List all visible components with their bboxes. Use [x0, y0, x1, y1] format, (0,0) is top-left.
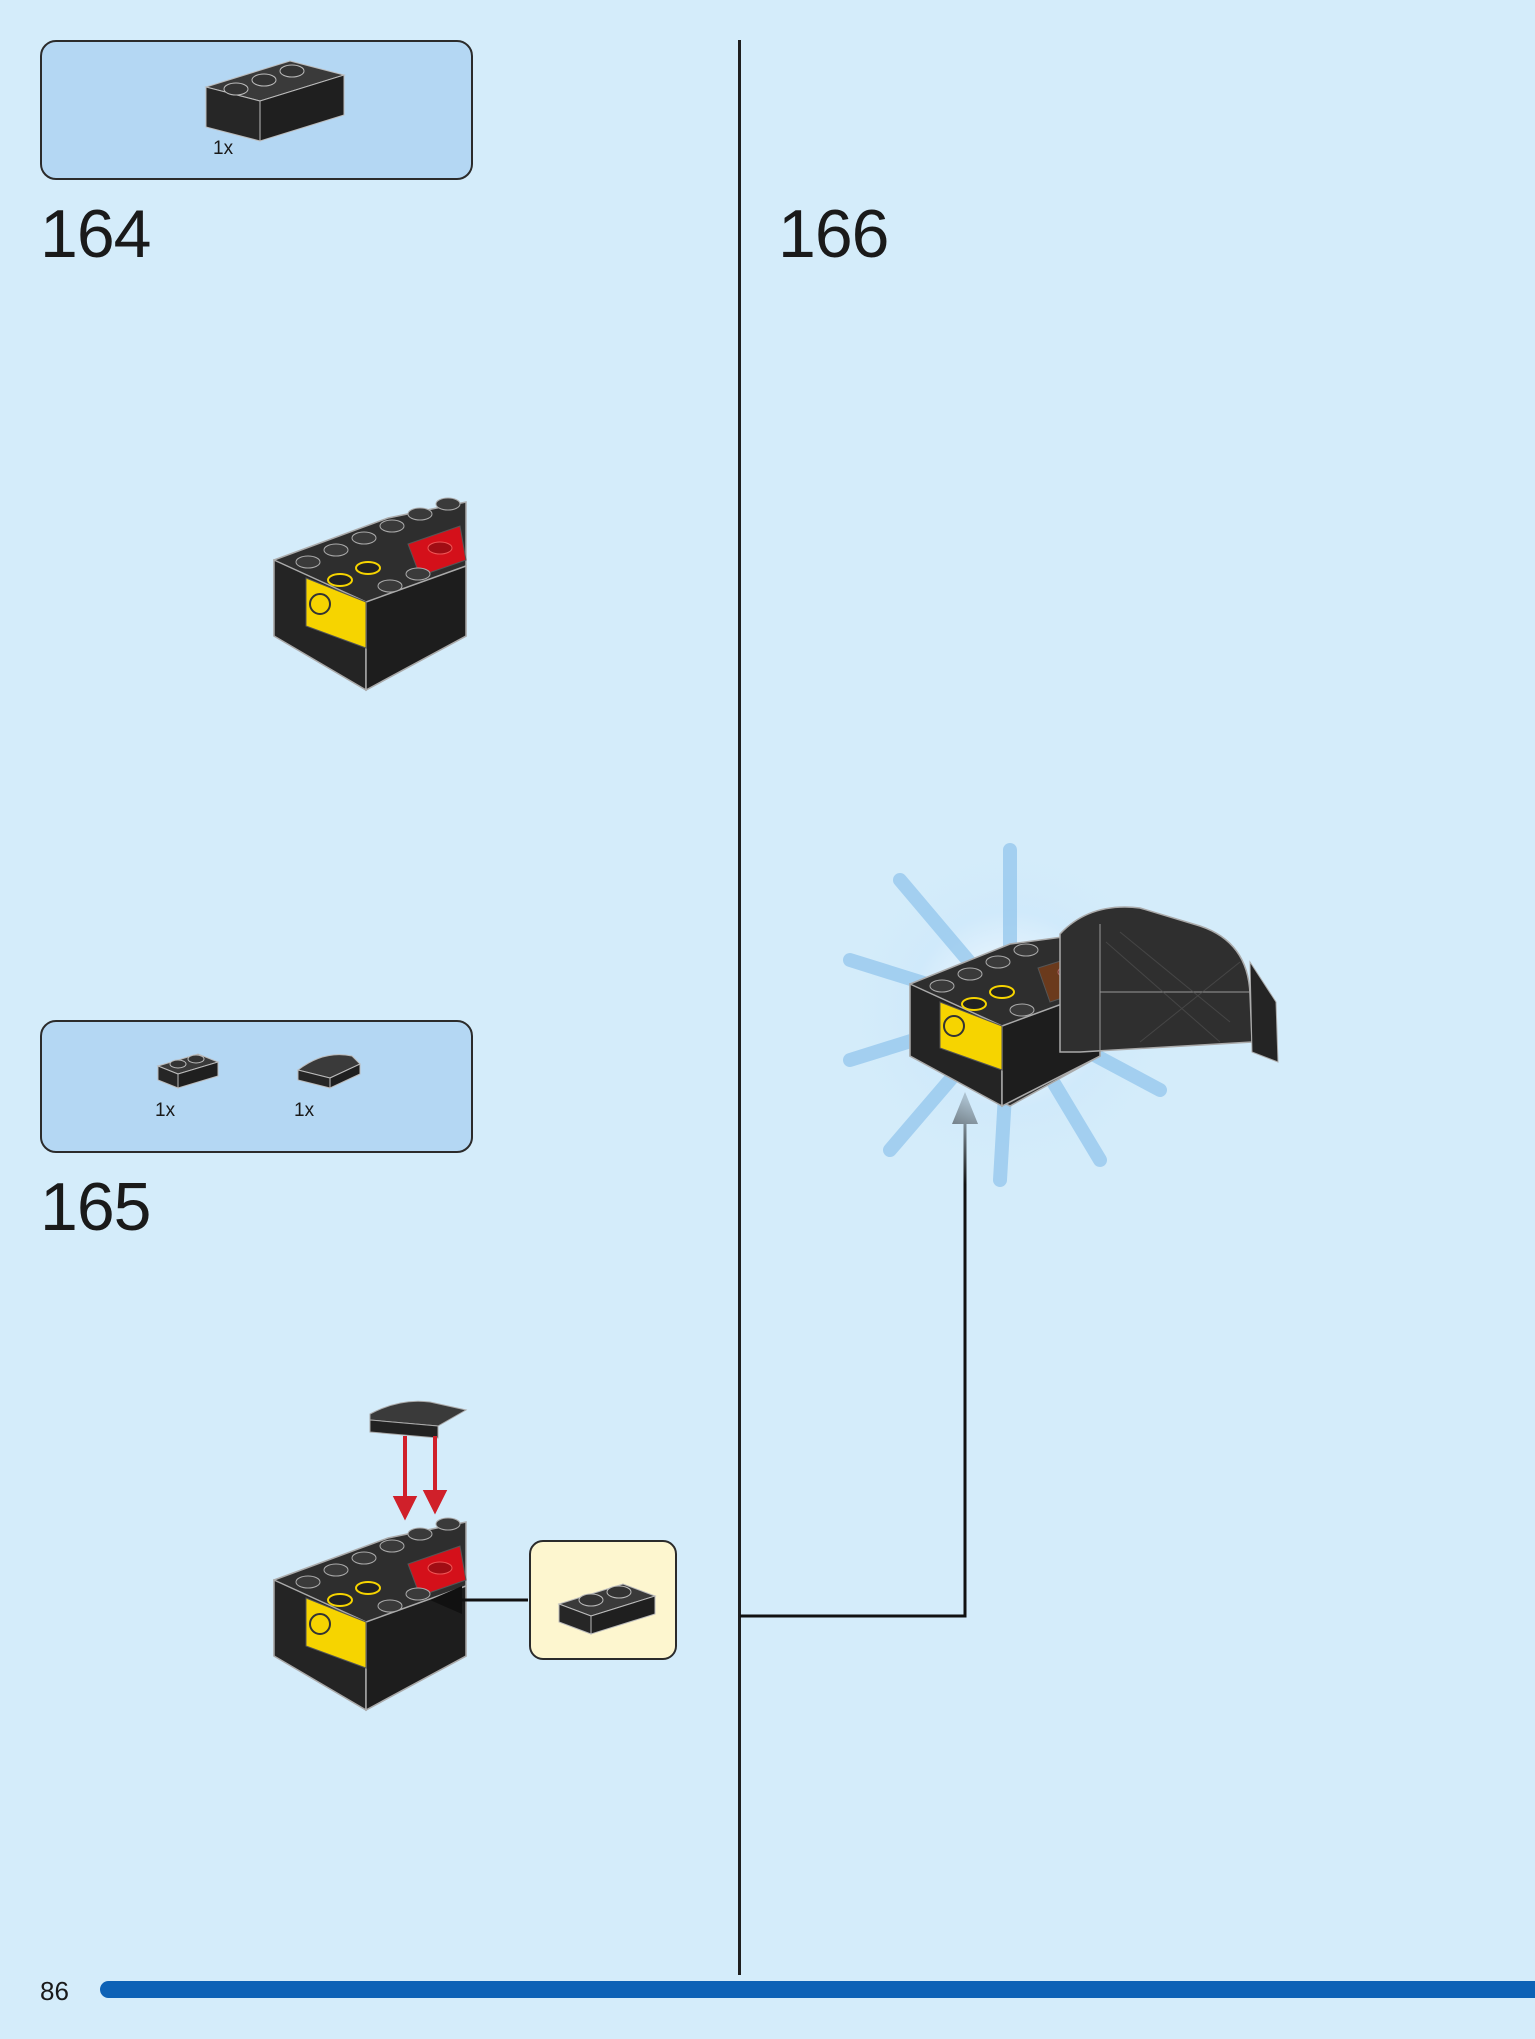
column-divider [738, 40, 741, 1975]
page-number: 86 [40, 1976, 69, 2006]
page-progress-bar [100, 1981, 1535, 1998]
assembly-arrow [430, 1586, 528, 1614]
brick-1x3-black-icon [204, 60, 346, 142]
parts-box-step-165: 1x 1x [40, 1020, 473, 1153]
plate-1x2-black-icon [557, 1583, 657, 1635]
plate-1x2-black-icon [156, 1053, 220, 1089]
parts-box-step-164: 1x [40, 40, 473, 180]
step-number-164: 164 [40, 196, 151, 272]
step-166-model-illustration [830, 830, 1279, 1190]
step-165-model-illustration [273, 1400, 468, 1712]
sub-assembly-callout [529, 1540, 677, 1660]
part-qty: 1x [294, 1100, 315, 1121]
step-number-166: 166 [778, 196, 889, 272]
curved-slope-black-icon [296, 1054, 361, 1089]
part-qty: 1x [155, 1100, 176, 1121]
step-164-model-illustration [273, 497, 467, 692]
step-number-165: 165 [40, 1169, 151, 1245]
part-qty: 1x [213, 138, 234, 159]
